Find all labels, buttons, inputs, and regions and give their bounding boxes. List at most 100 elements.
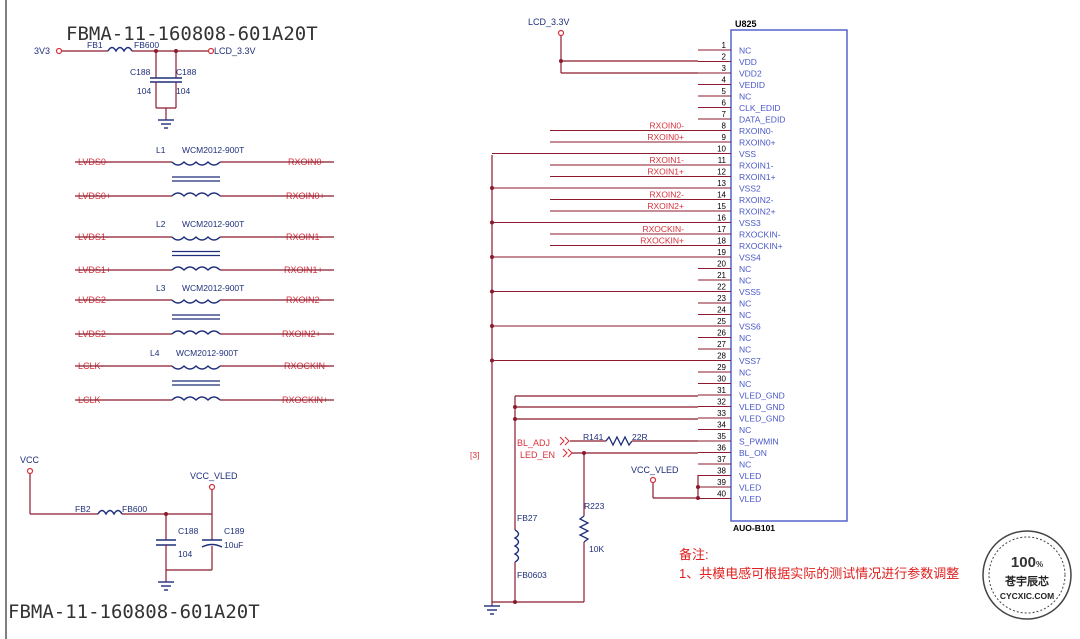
net-lcd33-port — [207, 47, 215, 55]
resistor-r141 — [605, 435, 633, 447]
connector-pin-name: NC — [739, 460, 751, 470]
cap-a-value: 104 — [178, 549, 192, 559]
choke-winding — [171, 266, 221, 271]
stamp-name: 苍宇辰芯 — [1004, 574, 1049, 588]
connector-pin-number: 4 — [722, 76, 727, 85]
connector-pin-number: 16 — [717, 214, 726, 223]
cap-plate-polarized — [201, 543, 223, 548]
junction — [559, 59, 563, 63]
connector-part: AUO-B101 — [733, 523, 775, 533]
connector-pin-number: 7 — [722, 110, 727, 119]
connector-pin-name: VEDID — [739, 80, 765, 90]
port-arrow-icon — [559, 436, 570, 446]
common-mode-chokes: L1 WCM2012-900T LVDS0- RXOIN0- LVDS0+ RX… — [75, 145, 334, 405]
fb2-ref: FB2 — [75, 504, 91, 514]
pin-net-label: RXOIN1+ — [647, 167, 684, 177]
connector-pin-number: 34 — [717, 421, 726, 430]
connector-pin-name: NC — [739, 276, 751, 286]
choke-part: WCM2012-900T — [182, 145, 244, 155]
fb1-ref: FB1 — [87, 40, 103, 50]
net-vcc-vled-label: VCC_VLED — [190, 471, 238, 481]
note-title: 备注: — [679, 547, 709, 562]
ferrite-fb1 — [107, 46, 133, 53]
connector-pin-number: 21 — [717, 271, 726, 280]
top-part-label: FBMA-11-160808-601A20T — [66, 23, 318, 45]
led-en-label: LED_EN — [520, 450, 555, 460]
connector-pin-number: 37 — [717, 455, 726, 464]
connector-pin-name: NC — [739, 310, 751, 320]
choke-ref: L4 — [150, 348, 160, 358]
connector-pin-number: 1 — [722, 41, 727, 50]
fb1-value: FB600 — [134, 40, 159, 50]
connector-pin-number: 22 — [717, 283, 726, 292]
connector-pin-number: 10 — [717, 145, 726, 154]
sheet-ref: [3] — [470, 450, 479, 460]
pin-net-label: RXOIN2+ — [647, 201, 684, 211]
choke-part: WCM2012-900T — [176, 348, 238, 358]
connector-pin-name: VSS7 — [739, 356, 761, 366]
connector-pin-name: VDD2 — [739, 69, 762, 79]
ground-icon — [158, 119, 174, 129]
net-vcc-label: VCC — [20, 455, 40, 465]
pin-net-label: RXOCKIN+ — [640, 236, 684, 246]
junction — [513, 417, 517, 421]
watermark-stamp: 100% 苍宇辰芯 CYCXIC.COM — [982, 530, 1072, 620]
cap-a-ref: C188 — [130, 67, 151, 77]
junction — [696, 485, 700, 489]
pin-net-label: RXOCKIN- — [642, 224, 684, 234]
vss-ground-bus — [484, 152, 698, 615]
cap-a-ref: C188 — [178, 526, 199, 536]
choke-winding — [171, 192, 221, 197]
connector-pin-name: NC — [739, 425, 751, 435]
choke-part: WCM2012-900T — [182, 283, 244, 293]
stamp-inner-ring — [988, 536, 1066, 614]
connector-pin-number: 31 — [717, 386, 726, 395]
cap-b-ref: C188 — [176, 67, 197, 77]
design-note: 备注: 1、共模电感可根据实际的测试情况进行参数调整 — [679, 547, 959, 581]
net-vcc-vled-label: VCC_VLED — [631, 465, 679, 475]
backlight-circuit: BL_ADJ LED_EN R141 22R R223 10K FB27 FB0… — [513, 395, 700, 604]
connector-pin-number: 12 — [717, 168, 726, 177]
connector-pin-name: RXOIN1- — [739, 161, 774, 171]
choke-ref: L3 — [156, 283, 166, 293]
connector-pin-name: VLED_GND — [739, 414, 785, 424]
connector-pin-name: NC — [739, 92, 751, 102]
connector-pin-name: DATA_EDID — [739, 115, 785, 125]
r141-ref: R141 — [583, 432, 604, 442]
connector-pin-number: 39 — [717, 478, 726, 487]
junction — [513, 405, 517, 409]
ferrite-fb27 — [513, 529, 520, 563]
pin-net-label: RXOIN0- — [650, 121, 685, 131]
junction — [490, 324, 494, 328]
connector-pin-name: VLED_GND — [739, 402, 785, 412]
connector-pin-number: 20 — [717, 260, 726, 269]
pin-net-label: RXOIN0+ — [647, 132, 684, 142]
connector-pin-name: RXOIN0- — [739, 126, 774, 136]
connector-pin-number: 18 — [717, 237, 726, 246]
fb27-ref: FB27 — [517, 513, 538, 523]
stamp-score: 100% — [1011, 554, 1043, 571]
choke-winding — [171, 161, 221, 166]
connector-pin-name: NC — [739, 379, 751, 389]
connector-pin-number: 3 — [722, 64, 727, 73]
connector-pin-number: 27 — [717, 340, 726, 349]
stamp-outer-ring — [982, 530, 1072, 620]
connector-pin-number: 36 — [717, 444, 726, 453]
connector-pin-number: 6 — [722, 99, 727, 108]
junction — [696, 496, 700, 500]
junction — [490, 358, 494, 363]
connector-pin-number: 19 — [717, 248, 726, 257]
junction — [490, 289, 494, 294]
pin-net-label: RXOIN1- — [650, 155, 685, 165]
connector-pin-number: 14 — [717, 191, 726, 200]
connector-pin-number: 13 — [717, 179, 726, 188]
connector-pin-name: VSS — [739, 149, 756, 159]
connector-ref: U825 — [735, 19, 757, 29]
connector-pin-name: VDD — [739, 57, 757, 67]
choke-winding — [171, 365, 221, 370]
connector-pin-name: VSS6 — [739, 322, 761, 332]
connector-pin-number: 32 — [717, 398, 726, 407]
